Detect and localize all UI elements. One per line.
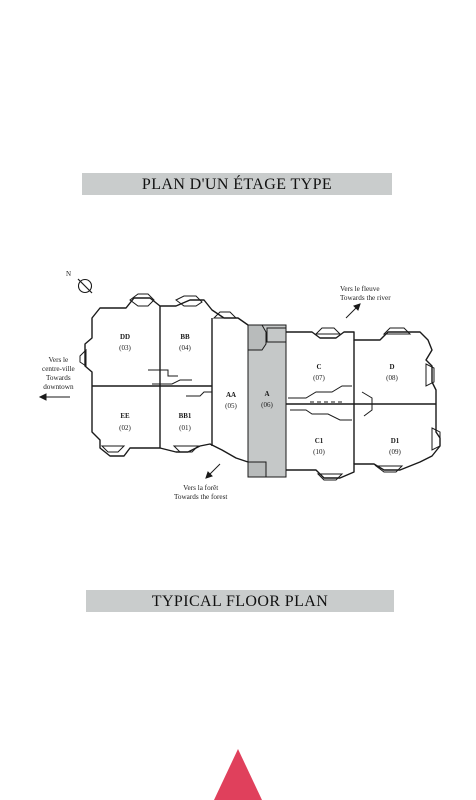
unit-number-07: (07) — [313, 374, 325, 382]
unit-number-10: (10) — [313, 448, 325, 456]
unit-number-03: (03) — [119, 344, 131, 352]
unit-number-08: (08) — [386, 374, 398, 382]
forest-note: Vers la forêt Towards the forest — [174, 484, 227, 502]
river-note: Vers le fleuve Towards the river — [340, 285, 391, 303]
french-title: PLAN D'UN ÉTAGE TYPE — [141, 176, 333, 193]
unit-code-d: D — [389, 363, 394, 371]
forest-label-fr: Vers la forêt — [183, 484, 219, 492]
river-label-en: Towards the river — [340, 294, 391, 302]
unit-number-01: (01) — [179, 424, 191, 432]
downtown-label-fr-2: centre-ville — [42, 365, 75, 373]
downtown-label-en-1: Towards — [46, 374, 71, 382]
bay-windows — [79, 293, 441, 481]
french-title-banner: PLAN D'UN ÉTAGE TYPE — [82, 173, 392, 195]
unit-code-aa: AA — [226, 391, 236, 399]
arrow-forest-icon — [205, 463, 221, 479]
unit-code-dd: DD — [120, 333, 130, 341]
title-banner-background — [86, 590, 394, 612]
unit-labels: DD (03) BB (04) EE (02) BB1 (01) AA (05)… — [119, 333, 401, 456]
arrow-river-icon — [345, 303, 361, 319]
decorative-triangle-icon — [214, 749, 262, 800]
unit-code-bb: BB — [180, 333, 190, 341]
central-core — [247, 324, 287, 478]
unit-code-c1: C1 — [315, 437, 324, 445]
unit-number-06: (06) — [261, 401, 273, 409]
title-banner-background — [82, 173, 392, 195]
unit-number-04: (04) — [179, 344, 191, 352]
english-title: TYPICAL FLOOR PLAN — [151, 593, 329, 610]
unit-code-ee: EE — [120, 412, 130, 420]
unit-number-05: (05) — [225, 402, 237, 410]
downtown-label-en-2: downtown — [43, 383, 74, 391]
arrow-downtown-icon — [38, 393, 70, 401]
unit-code-a: A — [264, 390, 269, 398]
downtown-label-fr-1: Vers le — [48, 356, 69, 364]
corridor-lines — [148, 369, 373, 421]
unit-code-c: C — [316, 363, 321, 371]
downtown-note: Vers le centre-ville Towards downtown — [42, 356, 75, 392]
building-outline — [84, 297, 441, 479]
forest-label-en: Towards the forest — [174, 493, 228, 501]
english-title-banner: TYPICAL FLOOR PLAN — [86, 590, 394, 612]
compass-north-icon: N — [66, 270, 93, 294]
direction-arrows — [38, 303, 361, 479]
unit-code-d1: D1 — [391, 437, 400, 445]
unit-code-bb1: BB1 — [179, 412, 192, 420]
unit-number-09: (09) — [389, 448, 401, 456]
unit-number-02: (02) — [119, 424, 131, 432]
river-label-fr: Vers le fleuve — [340, 285, 380, 293]
compass-north-label: N — [66, 270, 71, 278]
